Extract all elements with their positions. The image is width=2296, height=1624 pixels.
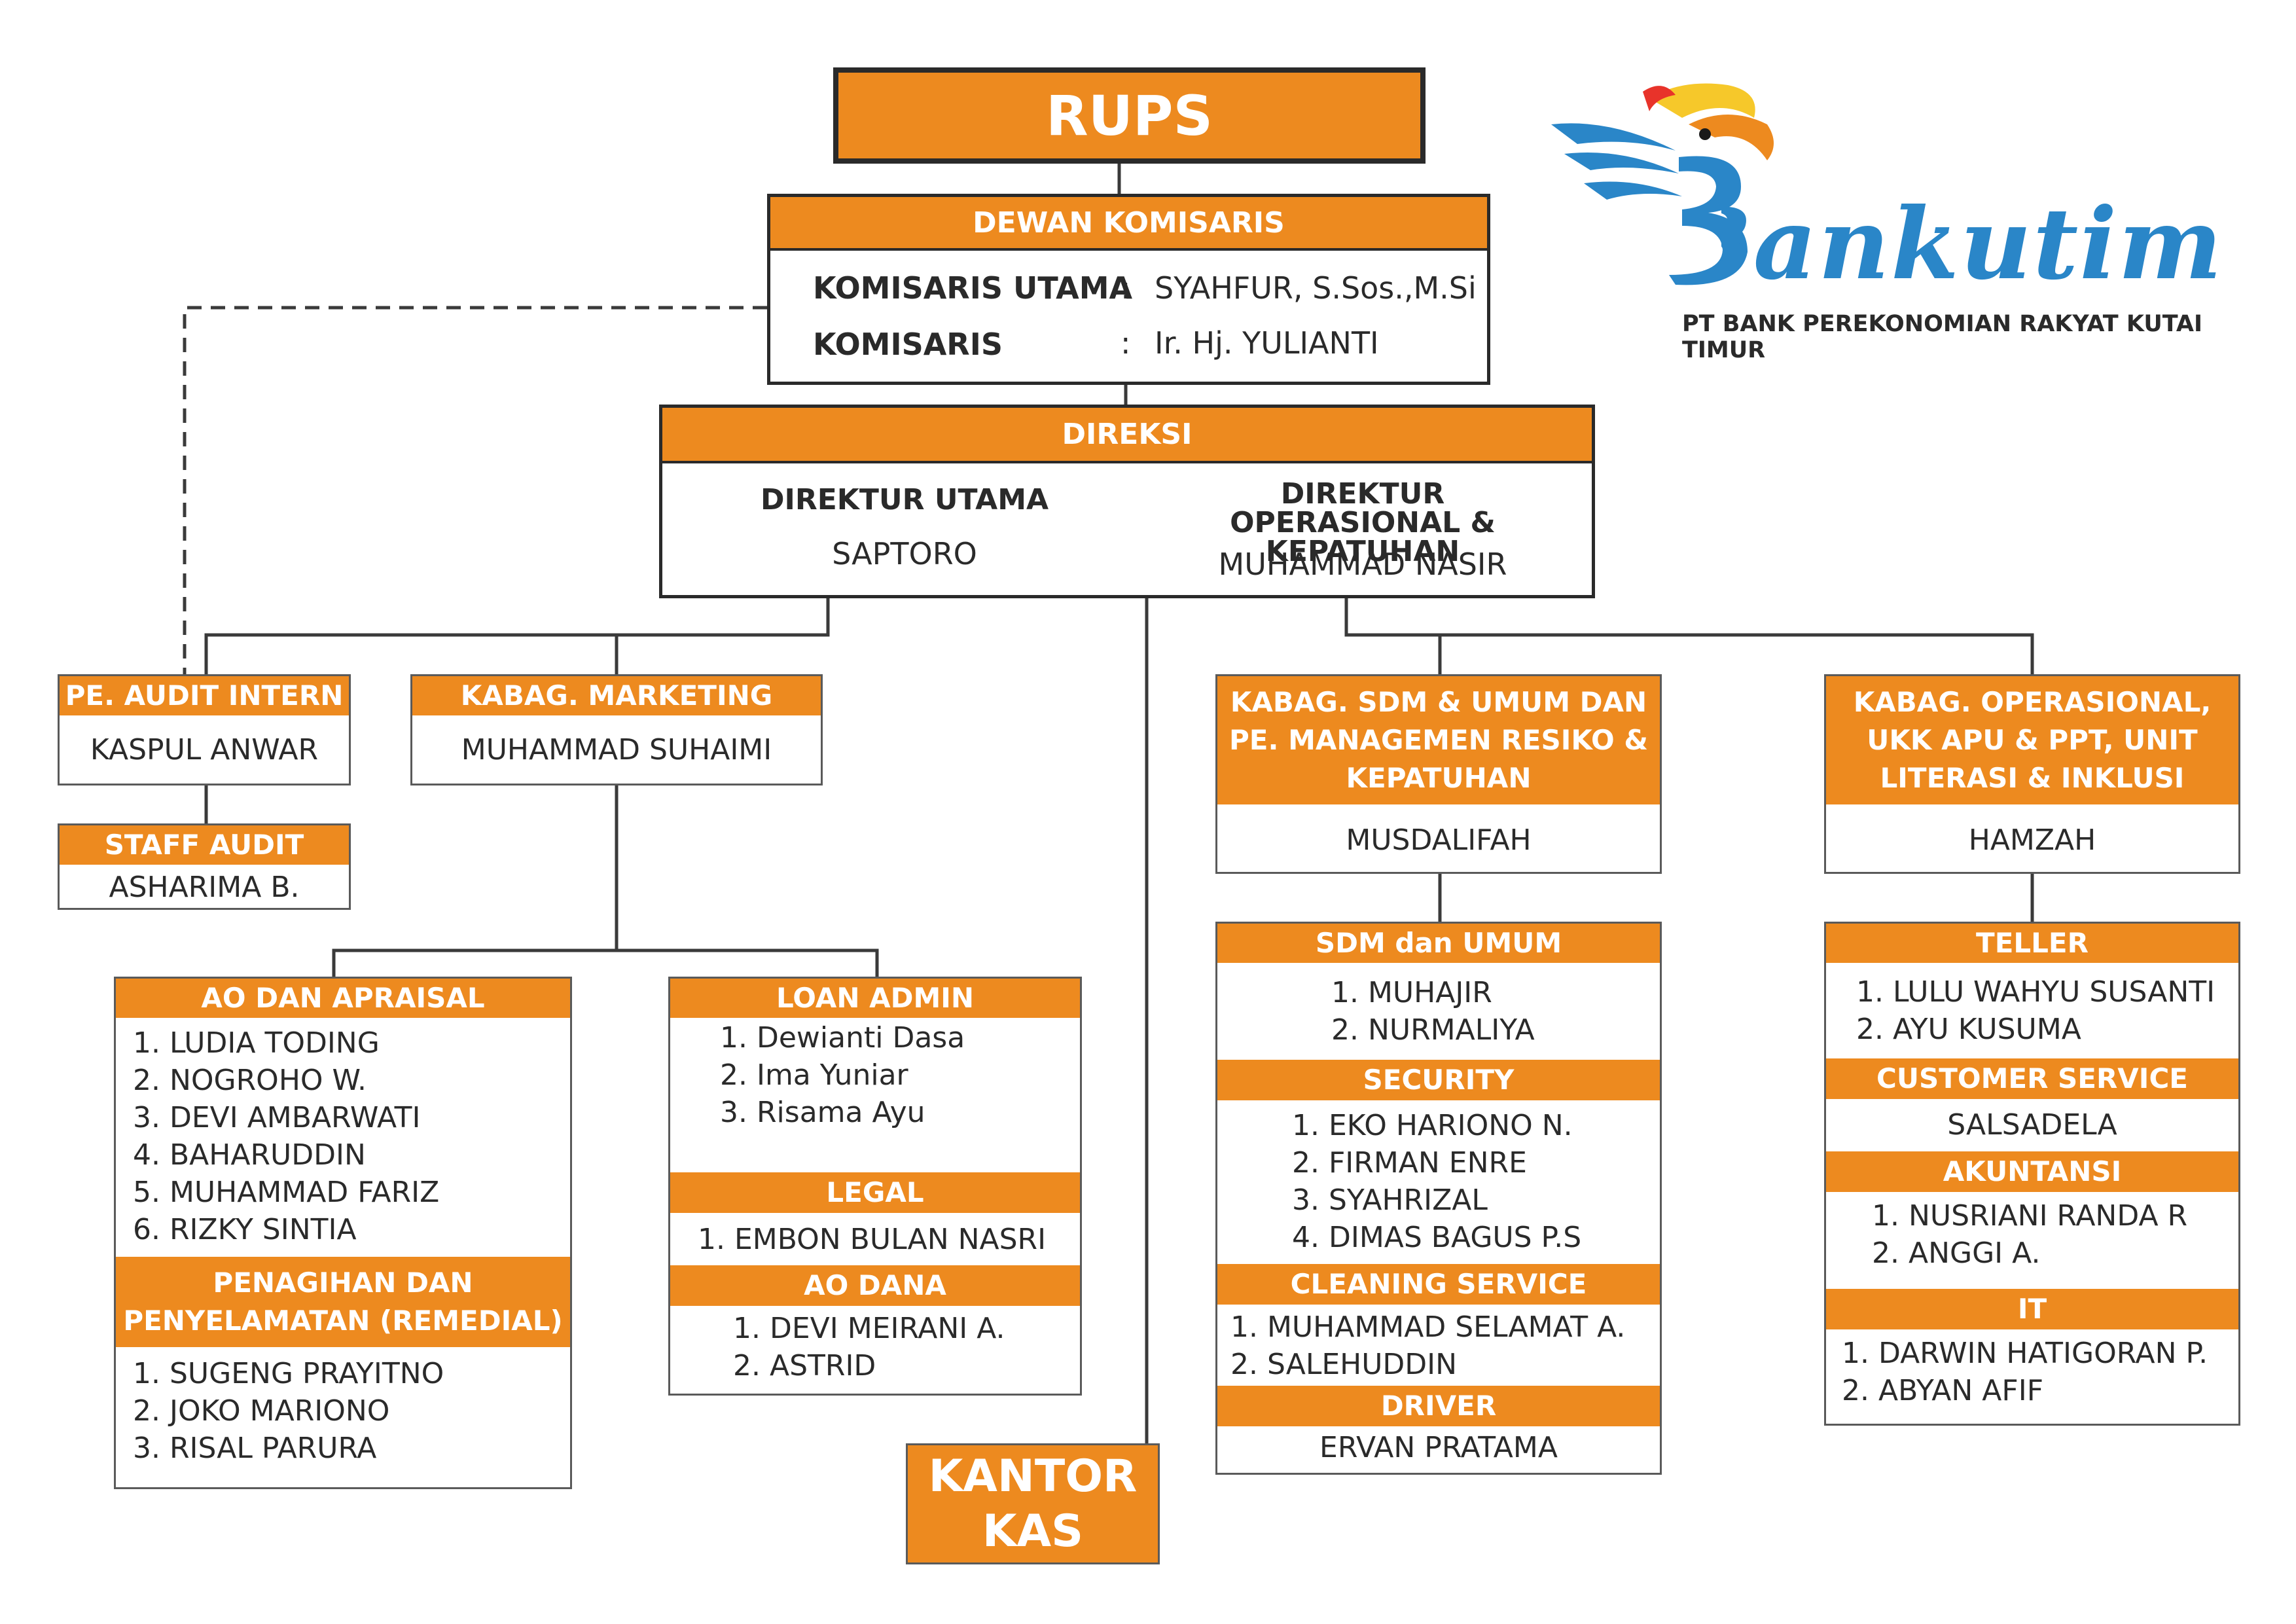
direktur-operasional-role: DIREKTUR OPERASIONAL & KEPATUHAN: [1230, 477, 1496, 568]
legal-title: LEGAL: [670, 1172, 1080, 1213]
rups-box: RUPS: [833, 67, 1426, 164]
cleaning-title: CLEANING SERVICE: [1217, 1264, 1660, 1305]
audit-intern-title: PE. AUDIT INTERN: [60, 676, 349, 715]
komisaris-utama-name: SYAHFUR, S.Sos.,M.Si: [1155, 270, 1477, 306]
driver-name: ERVAN PRATAMA: [1319, 1431, 1558, 1464]
logo-company-name: PT BANK PEREKONOMIAN RAKYAT KUTAI TIMUR: [1682, 311, 2203, 363]
security-title: SECURITY: [1217, 1060, 1660, 1100]
audit-intern-name: KASPUL ANWAR: [90, 733, 319, 767]
loan-admin-list: 1. Dewianti Dasa 2. Ima Yuniar 3. Risama…: [720, 1021, 965, 1129]
ao-dana-list: 1. DEVI MEIRANI A. 2. ASTRID: [733, 1312, 1005, 1382]
ao-dana-title: AO DANA: [670, 1265, 1080, 1306]
hornbill-logo-icon: [1551, 83, 1774, 285]
ao-apraisal-box: AO DAN APRAISAL 1. LUDIA TODING 2. NOGRO…: [114, 977, 572, 1489]
remedial-list: 1. SUGENG PRAYITNO 2. JOKO MARIONO 3. RI…: [133, 1357, 444, 1465]
staff-audit-name: ASHARIMA B.: [109, 871, 300, 904]
kantor-kas-box: KANTOR KAS: [906, 1443, 1160, 1564]
marketing-box: KABAG. MARKETING MUHAMMAD SUHAIMI: [410, 674, 823, 785]
loan-admin-title: LOAN ADMIN: [670, 979, 1080, 1018]
kantor-kas-label: KANTOR KAS: [928, 1450, 1138, 1557]
bankutim-logo: Bankutim PT BANK PEREKONOMIAN RAKYAT KUT…: [1551, 79, 2265, 363]
operasional-kabag-name: HAMZAH: [1968, 823, 2096, 857]
loan-admin-box: LOAN ADMIN 1. Dewianti Dasa 2. Ima Yunia…: [668, 977, 1082, 1396]
dewan-komisaris-box: DEWAN KOMISARIS KOMISARIS UTAMA : SYAHFU…: [767, 194, 1490, 385]
direktur-utama-name: SAPTORO: [832, 536, 977, 571]
teller-title: TELLER: [1826, 924, 2238, 963]
akuntansi-title: AKUNTANSI: [1826, 1151, 2238, 1192]
sdm-umum-list: 1. MUHAJIR 2. NURMALIYA: [1331, 976, 1535, 1047]
marketing-name: MUHAMMAD SUHAIMI: [461, 733, 772, 767]
legal-list: 1. EMBON BULAN NASRI: [698, 1222, 1047, 1256]
komisaris-utama-sep: :: [1121, 270, 1131, 306]
sdm-kabag-name: MUSDALIFAH: [1346, 823, 1532, 857]
sdm-kabag-box: KABAG. SDM & UMUM DAN PE. MANAGEMEN RESI…: [1215, 674, 1662, 874]
staff-audit-title: STAFF AUDIT: [60, 825, 349, 865]
it-list: 1. DARWIN HATIGORAN P. 2. ABYAN AFIF: [1842, 1337, 2208, 1407]
direksi-box: DIREKSI DIREKTUR UTAMA SAPTORO DIREKTUR …: [659, 405, 1595, 598]
teller-list: 1. LULU WAHYU SUSANTI 2. AYU KUSUMA: [1856, 975, 2215, 1046]
marketing-title: KABAG. MARKETING: [412, 676, 821, 715]
akuntansi-list: 1. NUSRIANI RANDA R 2. ANGGI A.: [1872, 1199, 2188, 1270]
staff-audit-box: STAFF AUDIT ASHARIMA B.: [58, 823, 351, 910]
security-list: 1. EKO HARIONO N. 2. FIRMAN ENRE 3. SYAH…: [1292, 1109, 1582, 1254]
logo-brand-text: Bankutim: [1669, 187, 2224, 302]
remedial-title: PENAGIHAN DAN PENYELAMATAN (REMEDIAL): [116, 1257, 570, 1347]
direktur-utama-role: DIREKTUR UTAMA: [760, 483, 1049, 516]
rups-label: RUPS: [1046, 83, 1213, 148]
it-title: IT: [1826, 1289, 2238, 1329]
driver-title: DRIVER: [1217, 1386, 1660, 1426]
komisaris-name: Ir. Hj. YULIANTI: [1155, 325, 1379, 361]
sdm-umum-title: SDM dan UMUM: [1217, 924, 1660, 963]
customer-service-name: SALSADELA: [1947, 1108, 2117, 1142]
sdm-staff-box: SDM dan UMUM 1. MUHAJIR 2. NURMALIYA SEC…: [1215, 922, 1662, 1475]
customer-service-title: CUSTOMER SERVICE: [1826, 1058, 2238, 1099]
dewan-komisaris-title: DEWAN KOMISARIS: [770, 197, 1487, 251]
audit-intern-box: PE. AUDIT INTERN KASPUL ANWAR: [58, 674, 351, 785]
direksi-title: DIREKSI: [662, 408, 1592, 463]
sdm-kabag-title: KABAG. SDM & UMUM DAN PE. MANAGEMEN RESI…: [1217, 676, 1660, 804]
komisaris-sep: :: [1121, 325, 1131, 361]
operasional-kabag-title: KABAG. OPERASIONAL, UKK APU & PPT, UNIT …: [1826, 676, 2238, 804]
operasional-staff-box: TELLER 1. LULU WAHYU SUSANTI 2. AYU KUSU…: [1824, 922, 2240, 1426]
direktur-operasional-name: MUHAMMAD NASIR: [1218, 547, 1507, 582]
komisaris-utama-role: KOMISARIS UTAMA: [813, 270, 1133, 306]
cleaning-list: 1. MUHAMMAD SELAMAT A. 2. SALEHUDDIN: [1230, 1310, 1626, 1381]
ao-apraisal-list: 1. LUDIA TODING 2. NOGROHO W. 3. DEVI AM…: [133, 1026, 440, 1246]
operasional-kabag-box: KABAG. OPERASIONAL, UKK APU & PPT, UNIT …: [1824, 674, 2240, 874]
ao-apraisal-title: AO DAN APRAISAL: [116, 979, 570, 1018]
komisaris-role: KOMISARIS: [813, 327, 1003, 362]
